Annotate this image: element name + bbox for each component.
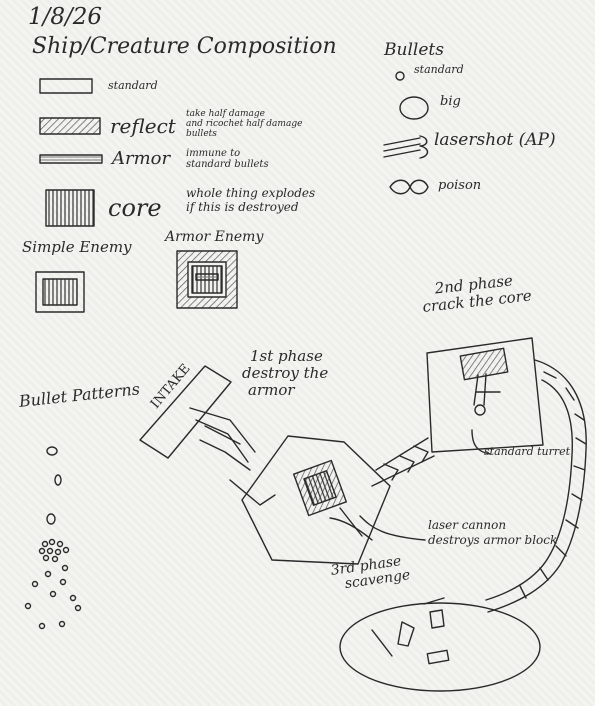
simple-enemy-label: Simple Enemy xyxy=(22,238,132,256)
armor-desc-line2: standard bullets xyxy=(186,159,269,170)
legend-reflect-desc: take half damage and ricochet half damag… xyxy=(186,109,302,139)
armor-enemy-figure xyxy=(177,251,237,308)
bullets-title: Bullets xyxy=(384,40,444,60)
legend-armor-label: Armor xyxy=(112,148,171,169)
bullet-lasershot-label: lasershot (AP) xyxy=(434,130,556,150)
armor-desc-line1: immune to xyxy=(186,148,241,159)
laser-line2: destroys armor block xyxy=(428,533,558,547)
legend-reflect-label: reflect xyxy=(110,114,176,138)
bullet-big-label: big xyxy=(440,94,461,109)
reflect-desc-line3: bullets xyxy=(186,129,217,139)
tentacle-tail xyxy=(486,360,586,612)
standard-block xyxy=(40,79,92,93)
reflect-block xyxy=(40,118,100,134)
legend-standard-label: standard xyxy=(108,79,158,92)
armor-block xyxy=(40,155,102,163)
bullet-standard-shape xyxy=(395,71,405,81)
bullet-poison-shape xyxy=(390,180,428,194)
laser-line1: laser cannon xyxy=(428,518,507,532)
phase1-line3: armor xyxy=(248,381,295,399)
phase3-oval xyxy=(340,598,540,691)
core-desc-line1: whole thing explodes xyxy=(186,186,316,200)
armor-enemy-label: Armor Enemy xyxy=(165,229,264,245)
core-desc-line2: if this is destroyed xyxy=(186,200,299,214)
bullet-laser-shape xyxy=(384,136,428,158)
reflect-desc-line2: and ricochet half damage xyxy=(186,119,303,129)
connector-arrows xyxy=(372,438,434,486)
phase1-line1: 1st phase xyxy=(250,347,323,365)
hexagon-ship xyxy=(242,436,390,564)
legend-core-desc: whole thing explodes if this is destroye… xyxy=(186,186,315,214)
simple-enemy-figure xyxy=(36,272,84,312)
turret-label: standard turret xyxy=(484,445,571,458)
core-block xyxy=(46,190,94,226)
bullet-poison-label: poison xyxy=(438,178,482,193)
intake-structure xyxy=(140,366,275,505)
bullet-standard-label: standard xyxy=(414,63,464,76)
bullet-big-shape xyxy=(400,97,428,119)
turret-pointer xyxy=(472,430,490,454)
page-title: Ship/Creature Composition xyxy=(32,34,337,59)
laser-pointer xyxy=(360,516,425,540)
legend-core-label: core xyxy=(108,194,162,222)
phase1-label: 1st phase destroy the armor xyxy=(242,348,328,399)
phase2-ship xyxy=(427,338,543,452)
laser-label: laser cannon destroys armor block xyxy=(428,518,557,548)
reflect-desc-line1: take half damage xyxy=(186,109,265,119)
phase1-line2: destroy the xyxy=(242,364,329,382)
bullet-pattern-dots xyxy=(24,447,82,630)
page-date: 1/8/26 xyxy=(28,4,103,30)
legend-armor-desc: immune to standard bullets xyxy=(186,148,269,170)
